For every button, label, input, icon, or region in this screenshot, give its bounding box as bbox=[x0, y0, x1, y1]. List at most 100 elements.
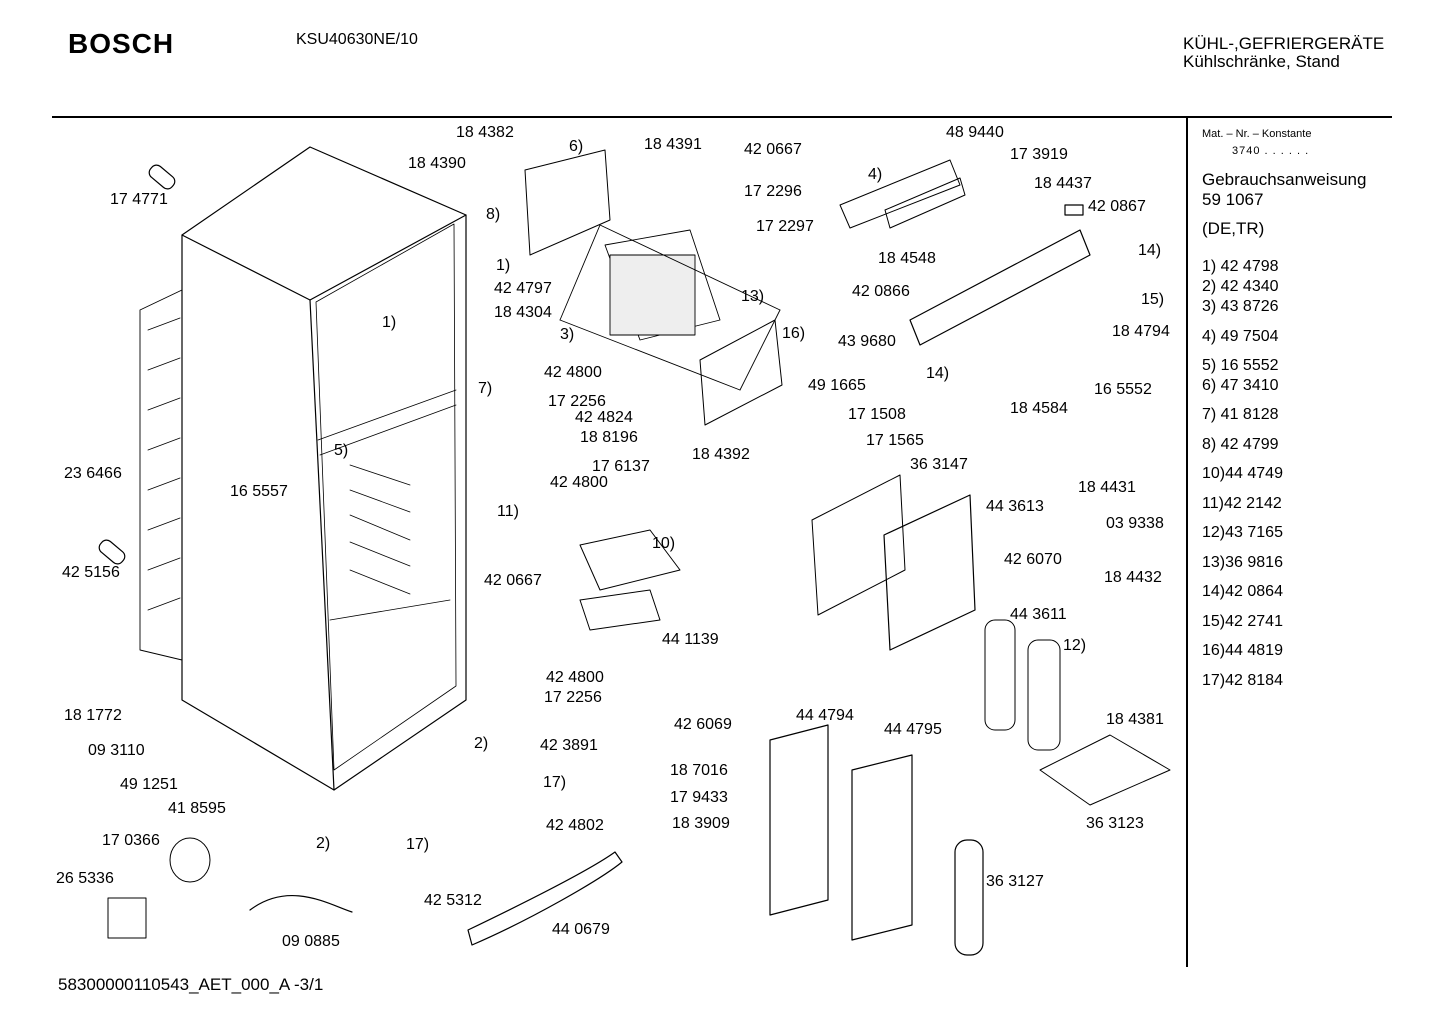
legend-item: 10)44 4749 bbox=[1202, 465, 1283, 482]
part-number-label: 18 4304 bbox=[494, 304, 552, 321]
callout-reference: 8) bbox=[486, 206, 501, 223]
callout-reference: 17) bbox=[543, 774, 567, 791]
callout-reference: 6) bbox=[569, 138, 584, 155]
part-number-label: 42 6069 bbox=[674, 716, 732, 733]
legend-item: 6) 47 3410 bbox=[1202, 377, 1279, 394]
part-number-label: 44 1139 bbox=[662, 631, 719, 648]
category-title: KÜHL-,GEFRIERGERÄTE bbox=[1183, 34, 1385, 53]
callout-reference: 14) bbox=[926, 365, 950, 382]
part-number-label: 44 4795 bbox=[884, 721, 942, 738]
legend-item: 12)43 7165 bbox=[1202, 524, 1283, 541]
document-footer-code: 58300000110543_AET_000_A -3/1 bbox=[58, 975, 324, 994]
part-number-label: 23 6466 bbox=[64, 465, 122, 482]
part-number-label: 36 3123 bbox=[1086, 815, 1144, 832]
sidebar-divider bbox=[1186, 117, 1188, 967]
callout-reference: 5) bbox=[334, 442, 349, 459]
part-number-label: 42 0867 bbox=[1088, 198, 1146, 215]
part-number-label: 42 4824 bbox=[575, 409, 633, 426]
part-number-label: 42 6070 bbox=[1004, 551, 1062, 568]
part-number-label: 42 3891 bbox=[540, 737, 598, 754]
callout-reference: 16) bbox=[782, 325, 806, 342]
part-number-label: 42 0866 bbox=[852, 283, 910, 300]
part-number-label: 18 1772 bbox=[64, 707, 122, 724]
part-number-label: 42 0667 bbox=[744, 141, 802, 158]
part-number-label: 17 1565 bbox=[866, 432, 924, 449]
part-number-label: 18 3909 bbox=[672, 815, 730, 832]
brand-logo: BOSCH bbox=[68, 28, 175, 59]
part-number-label: 44 0679 bbox=[552, 921, 610, 938]
part-number-label: 16 5552 bbox=[1094, 381, 1152, 398]
part-number-label: 26 5336 bbox=[56, 870, 114, 887]
callout-reference: 7) bbox=[478, 380, 493, 397]
part-number-label: 42 4802 bbox=[546, 817, 604, 834]
part-number-label: 42 4800 bbox=[544, 364, 602, 381]
part-number-label: 18 4391 bbox=[644, 136, 702, 153]
callout-reference: 15) bbox=[1141, 291, 1165, 308]
manual-label: Gebrauchsanweisung bbox=[1202, 170, 1367, 189]
part-number-label: 44 3611 bbox=[1010, 606, 1067, 623]
part-number-label: 49 1665 bbox=[808, 377, 866, 394]
callout-reference: 1) bbox=[382, 314, 397, 331]
part-number-label: 17 9433 bbox=[670, 789, 728, 806]
part-number-label: 17 6137 bbox=[592, 458, 650, 475]
part-number-label: 18 4392 bbox=[692, 446, 750, 463]
callout-reference: 3) bbox=[560, 326, 575, 343]
part-number-label: 18 4584 bbox=[1010, 400, 1068, 417]
part-number-label: 17 2296 bbox=[744, 183, 802, 200]
part-number-label: 17 0366 bbox=[102, 832, 160, 849]
part-number-label: 18 4431 bbox=[1078, 479, 1136, 496]
callout-reference: 2) bbox=[474, 735, 489, 752]
mat-number-label: Mat. – Nr. – Konstante bbox=[1202, 128, 1312, 140]
part-number-label: 17 2256 bbox=[544, 689, 602, 706]
legend-item: 15)42 2741 bbox=[1202, 613, 1283, 630]
callout-reference: 2) bbox=[316, 835, 331, 852]
legend-item: 3) 43 8726 bbox=[1202, 298, 1279, 315]
part-number-label: 42 5312 bbox=[424, 892, 482, 909]
part-number-label: 18 4794 bbox=[1112, 323, 1170, 340]
part-number-label: 48 9440 bbox=[946, 124, 1004, 141]
part-number-label: 09 3110 bbox=[88, 742, 145, 759]
callout-reference: 13) bbox=[741, 288, 765, 305]
manual-language: (DE,TR) bbox=[1202, 219, 1265, 238]
callout-reference: 17) bbox=[406, 836, 430, 853]
part-number-label: 18 4432 bbox=[1104, 569, 1162, 586]
legend-item: 5) 16 5552 bbox=[1202, 357, 1279, 374]
callout-reference: 1) bbox=[496, 257, 511, 274]
manual-number: 59 1067 bbox=[1202, 190, 1264, 209]
legend-item: 8) 42 4799 bbox=[1202, 436, 1279, 453]
part-number-label: 17 2297 bbox=[756, 218, 814, 235]
part-number-label: 42 0667 bbox=[484, 572, 542, 589]
part-number-label: 44 4794 bbox=[796, 707, 854, 724]
legend-item: 16)44 4819 bbox=[1202, 642, 1283, 659]
callout-reference: 4) bbox=[868, 166, 883, 183]
legend-item: 2) 42 4340 bbox=[1202, 278, 1279, 295]
part-number-label: 41 8595 bbox=[168, 800, 226, 817]
legend-item: 13)36 9816 bbox=[1202, 554, 1283, 571]
part-number-label: 18 4381 bbox=[1106, 711, 1164, 728]
part-number-label: 18 4390 bbox=[408, 155, 466, 172]
part-number-label: 03 9338 bbox=[1106, 515, 1164, 532]
part-number-label: 36 3127 bbox=[986, 873, 1044, 890]
part-number-label: 09 0885 bbox=[282, 933, 340, 950]
callout-reference: 11) bbox=[497, 503, 519, 520]
part-number-label: 44 3613 bbox=[986, 498, 1044, 515]
callout-reference: 10) bbox=[652, 535, 676, 552]
exploded-parts-drawing bbox=[98, 146, 1171, 956]
part-number-label: 16 5557 bbox=[230, 483, 288, 500]
callout-reference: 12) bbox=[1063, 637, 1087, 654]
part-number-label: 42 4800 bbox=[546, 669, 604, 686]
legend-item: 7) 41 8128 bbox=[1202, 406, 1279, 423]
part-number-label: 18 7016 bbox=[670, 762, 728, 779]
part-number-label: 17 2256 bbox=[548, 393, 606, 410]
part-number-label: 43 9680 bbox=[838, 333, 896, 350]
legend-item: 1) 42 4798 bbox=[1202, 258, 1279, 275]
part-number-label: 42 5156 bbox=[62, 564, 120, 581]
part-number-label: 42 4797 bbox=[494, 280, 552, 297]
part-number-label: 49 1251 bbox=[120, 776, 178, 793]
part-number-label: 18 4437 bbox=[1034, 175, 1092, 192]
part-number-label: 17 4771 bbox=[110, 191, 168, 208]
mat-number-value: 3740 . . . . . . bbox=[1232, 145, 1310, 157]
legend-item: 11)42 2142 bbox=[1202, 495, 1282, 512]
header-divider bbox=[52, 116, 1392, 118]
part-number-label: 18 8196 bbox=[580, 429, 638, 446]
